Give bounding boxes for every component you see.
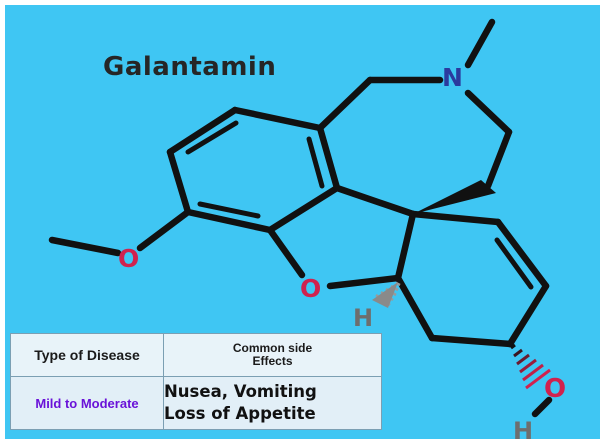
bond-ar-inner2 — [306, 136, 325, 189]
bond-quat-ch — [409, 210, 502, 226]
bond-aryl-o — [266, 226, 306, 279]
bond-alkene — [494, 218, 550, 290]
bond-c-quat — [394, 210, 417, 282]
bond-choh-ch2 — [428, 334, 514, 348]
table-row: Mild to Moderate Nusea, Vomiting Loss of… — [10, 376, 382, 430]
nitrogen-atom-label: N — [442, 63, 463, 92]
bond-ar-ch2 — [316, 76, 374, 132]
bond-methoxy-o — [136, 208, 192, 252]
cell-side-effects: Nusea, Vomiting Loss of Appetite — [163, 376, 382, 430]
bond-o-h — [531, 396, 553, 418]
side-effects-table: Type of Disease Common side Effects Mild… — [10, 333, 382, 430]
oxygen-ring-label: O — [300, 274, 322, 303]
bond-n-methyl — [464, 18, 496, 69]
bond-o-c — [326, 274, 402, 290]
oxygen-hydroxyl-label: O — [544, 374, 567, 404]
effects-line1: Nusea, Vomiting — [164, 382, 317, 401]
header-effects-line2: Effects — [252, 354, 293, 368]
bond-ch2-c — [394, 274, 436, 342]
hydrogen-hydroxyl-label: H — [513, 417, 534, 445]
wedge-bond-h — [372, 282, 398, 308]
hydrogen-ring-label: H — [353, 304, 374, 332]
header-type-of-disease: Type of Disease — [10, 333, 164, 377]
bond-ch2-ch2 — [484, 128, 513, 190]
bond-ar4 — [266, 184, 341, 234]
bond-methyl — [48, 236, 122, 257]
oxygen-methoxy-label: O — [118, 244, 140, 273]
cell-severity: Mild to Moderate — [10, 376, 164, 430]
bond-ar-inner3 — [197, 201, 261, 219]
bond-ar1 — [166, 106, 239, 156]
header-effects-line1: Common side — [232, 341, 313, 355]
effects-line2: Loss of Appetite — [164, 404, 316, 423]
bond-ar2 — [231, 106, 324, 132]
bond-alkene-inner — [494, 237, 534, 290]
bond-ch-choh — [506, 282, 550, 348]
header-common-side-effects: Common side Effects — [163, 333, 382, 377]
bond-n-ch2 — [464, 89, 513, 136]
wedge-bond — [413, 180, 496, 214]
bond-ar5 — [184, 208, 274, 234]
bond-ar-inner1 — [185, 120, 239, 155]
bond-ar3 — [316, 124, 341, 192]
bond-quat-ar — [333, 184, 417, 218]
table-header-row: Type of Disease Common side Effects — [10, 333, 382, 377]
hashed-bond-oh — [510, 343, 551, 390]
molecule-title: Galantamin — [103, 52, 277, 82]
bond-ar6 — [166, 148, 192, 216]
